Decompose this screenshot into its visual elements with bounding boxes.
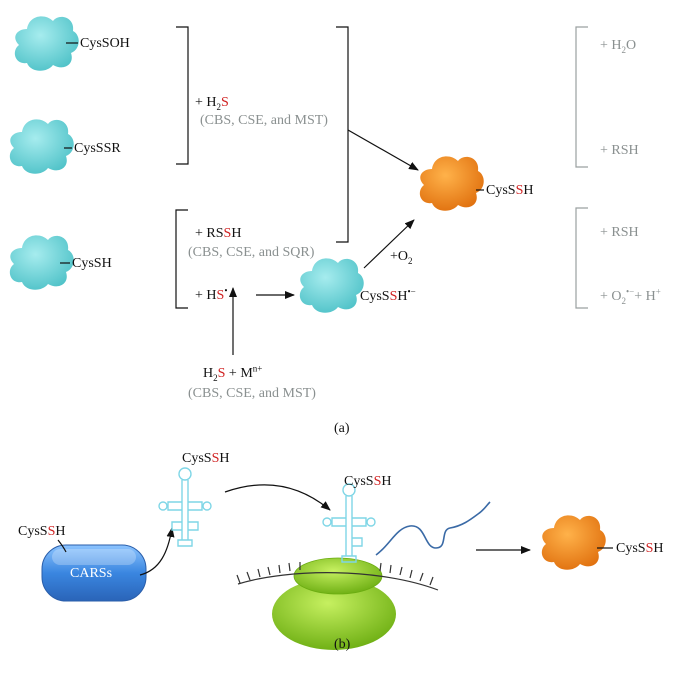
bracket-gray-top <box>575 26 588 168</box>
protein-cysssr <box>9 119 74 174</box>
label-intermediate: CysSSH•− <box>360 286 416 304</box>
bracket-top <box>176 26 189 165</box>
byproduct-h2o: + H2O <box>600 38 637 55</box>
enzymes-cbs-cse-sqr: (CBS, CSE, and SQR) <box>188 245 315 260</box>
label-cyssh: CysSH <box>72 256 112 271</box>
enzymes-cbs-cse-mst-2: (CBS, CSE, and MST) <box>188 386 316 401</box>
label-final-cyssh: CysSSH <box>616 541 664 556</box>
bracket-big <box>336 26 349 243</box>
byproduct-superoxide: + O2•−+ H+ <box>600 286 661 306</box>
bracket-lower-left <box>175 209 188 309</box>
trna-bound-icon <box>322 483 376 563</box>
label-input-cyssh: CysSSH <box>18 524 66 539</box>
enzymes-cbs-cse-mst-1: (CBS, CSE, and MST) <box>200 113 328 128</box>
arrow-oxidation <box>363 219 415 269</box>
label-ribosome-cyssh: CysSSH <box>344 474 392 489</box>
protein-final-orange <box>541 515 613 570</box>
mrna-strand <box>236 562 439 591</box>
protein-intermediate <box>299 258 364 313</box>
protein-product-orange <box>419 156 484 211</box>
reagent-h2s: + H2S <box>195 95 229 112</box>
arrow-cars-to-trna <box>139 527 175 576</box>
reagent-o2: +O2 <box>390 249 413 266</box>
ribosome <box>272 557 396 650</box>
bracket-gray-bottom <box>575 207 588 309</box>
label-cars: CARSs <box>70 566 113 581</box>
label-product: CysSSH <box>486 183 534 198</box>
protein-cyssh <box>9 235 74 290</box>
trna-free-icon <box>158 467 212 547</box>
reagent-h2s-metal: H2S + Mn+ <box>203 363 263 383</box>
caption-a: (a) <box>334 421 350 436</box>
byproduct-rsh-1: + RSH <box>600 143 639 158</box>
reagent-rssh: + RSSH <box>195 226 242 241</box>
arrow-input-to-cars <box>57 539 67 553</box>
reagent-hs-radical: + HS• <box>195 285 228 303</box>
label-cyssoh: CysSOH <box>80 36 130 51</box>
protein-cyssoh <box>14 16 79 71</box>
label-trna-cyssh: CysSSH <box>182 451 230 466</box>
cars-enzyme <box>41 544 147 602</box>
arrow-trna-to-ribosome <box>224 484 331 511</box>
arrow-to-product <box>347 129 419 171</box>
nascent-peptide <box>375 501 491 556</box>
label-cysssr: CysSSR <box>74 141 121 156</box>
caption-b: (b) <box>334 637 351 652</box>
byproduct-rsh-2: + RSH <box>600 225 639 240</box>
